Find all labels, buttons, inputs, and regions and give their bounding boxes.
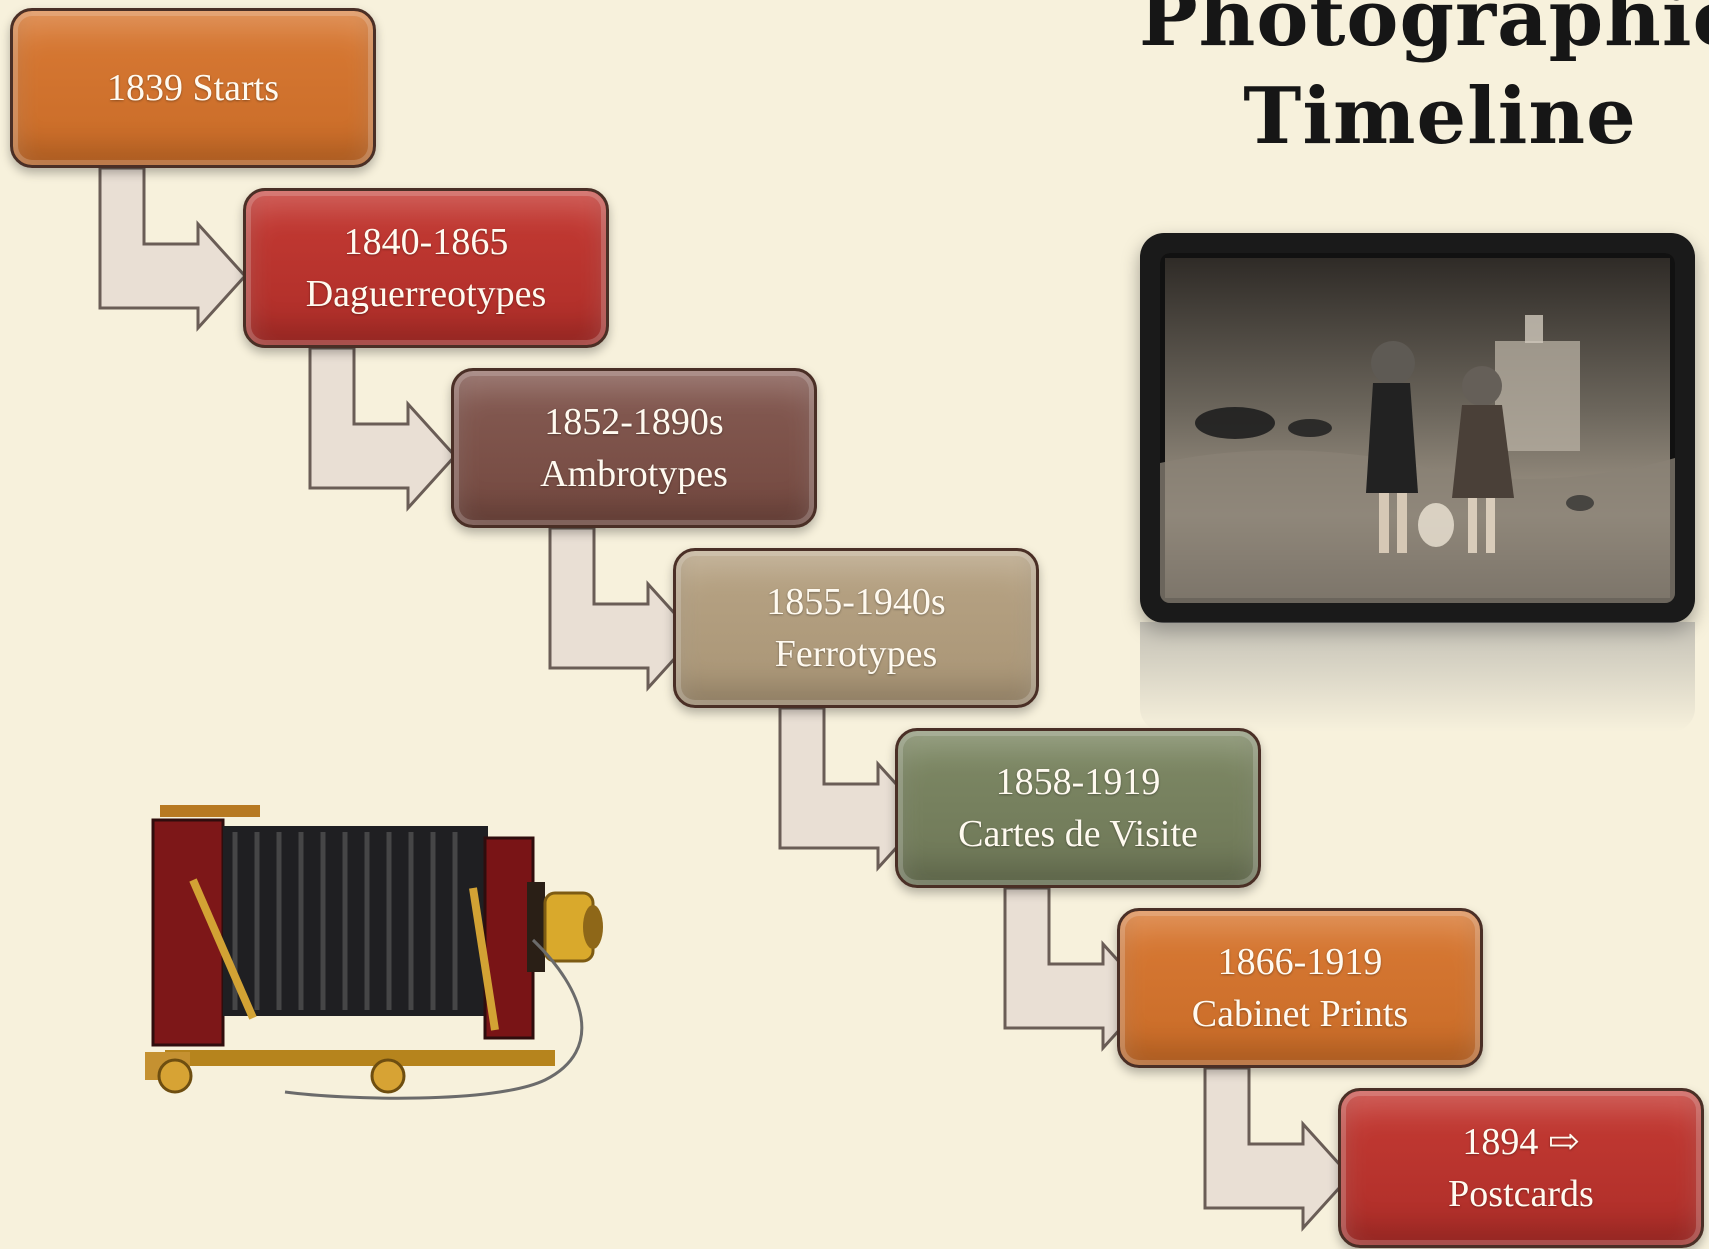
title-line-2: Timeline [1243, 71, 1637, 162]
timeline-step-ferrotypes: 1855-1940s Ferrotypes [673, 548, 1039, 708]
step-7-line-2: Postcards [1448, 1173, 1594, 1215]
step-4-line-2: Ferrotypes [774, 633, 938, 675]
step-3-line-1: 1852-1890s [544, 400, 724, 443]
step-2-line-1: 1840-1865 [343, 220, 509, 263]
timeline-step-postcards: 1894 ⇨ Postcards [1338, 1088, 1704, 1248]
step-6-line-1: 1866-1919 [1217, 940, 1383, 983]
photo-scene [1160, 253, 1675, 603]
timeline-step-daguerreotypes: 1840-1865 Daguerreotypes [243, 188, 609, 348]
step-3-line-2: Ambrotypes [540, 453, 728, 495]
step-2-line-2: Daguerreotypes [305, 273, 547, 315]
timeline-step-1839: 1839 Starts [10, 8, 376, 168]
connector-arrow-1 [98, 166, 248, 332]
step-1-line-1: 1839 Starts [106, 66, 280, 109]
timeline-step-ambrotypes: 1852-1890s Ambrotypes [451, 368, 817, 528]
photo-reflection [1140, 622, 1695, 732]
step-5-line-2: Cartes de Visite [958, 813, 1198, 855]
vintage-photo-icon [1160, 253, 1675, 603]
page-title: Photographic Timeline [1060, 0, 1709, 166]
connector-arrow-6 [1203, 1066, 1353, 1232]
step-6-line-2: Cabinet Prints [1191, 993, 1409, 1035]
vintage-photo [1140, 233, 1695, 623]
timeline-step-cartes-de-visite: 1858-1919 Cartes de Visite [895, 728, 1261, 888]
timeline-step-cabinet-prints: 1866-1919 Cabinet Prints [1117, 908, 1483, 1068]
bellows-camera-icon [135, 780, 635, 1120]
step-7-line-1: 1894 ⇨ [1462, 1120, 1580, 1163]
step-4-line-1: 1855-1940s [766, 580, 946, 623]
camera-illustration [145, 805, 603, 1100]
title-line-1: Photographic [1139, 0, 1709, 64]
photo-frame [1140, 233, 1695, 623]
step-5-line-1: 1858-1919 [995, 760, 1161, 803]
connector-arrow-2 [308, 346, 458, 512]
